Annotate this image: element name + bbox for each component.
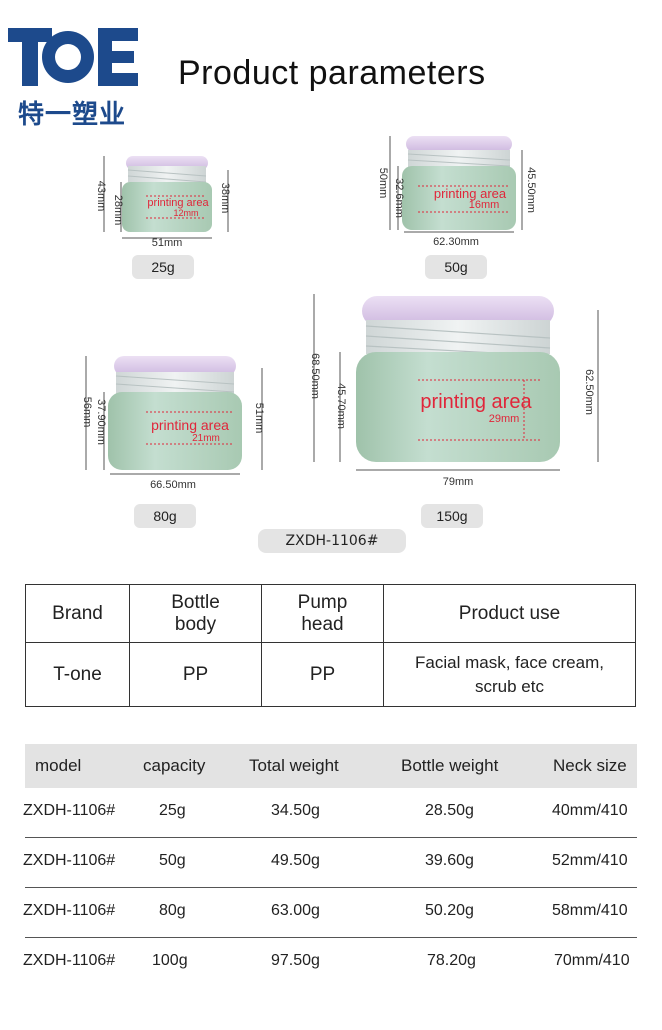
cell-neck-size: 52mm/410 xyxy=(552,852,628,869)
cell-bottle-weight: 78.20g xyxy=(427,952,476,969)
cell-bottle-weight: 50.20g xyxy=(425,902,474,919)
jar-25g: printing area 12mm 43mm 28mm 38mm 51mm xyxy=(95,156,231,249)
svg-text:21mm: 21mm xyxy=(192,433,220,444)
product-figure: printing area 12mm 43mm 28mm 38mm 51mm p… xyxy=(81,136,599,491)
printing-area-label-80g: printing area xyxy=(151,417,229,433)
cell-total-weight: 63.00g xyxy=(271,902,320,919)
svg-text:37.90mm: 37.90mm xyxy=(95,399,107,445)
table-row: ZXDH-1106# 80g 63.00g 50.20g 58mm/410 xyxy=(23,888,637,938)
cell-capacity: 80g xyxy=(159,902,186,919)
svg-text:62.30mm: 62.30mm xyxy=(433,236,479,248)
spec-value-row: T-one PP PP Facial mask, face cream,scru… xyxy=(25,642,636,707)
page-title: Product parameters xyxy=(178,54,486,92)
spec-value-brand: T-one xyxy=(25,642,130,707)
svg-text:43mm: 43mm xyxy=(95,181,107,212)
model-table-header: model capacity Total weight Bottle weigh… xyxy=(25,744,637,788)
header-neck-size: Neck size xyxy=(553,756,627,775)
svg-text:51mm: 51mm xyxy=(152,237,183,249)
spec-value-bottle-body: PP xyxy=(129,642,262,707)
capacity-badge-150g: 150g xyxy=(421,504,483,528)
model-code-badge: ZXDH-1106# xyxy=(258,529,406,553)
model-table: model capacity Total weight Bottle weigh… xyxy=(23,744,637,988)
header-model: model xyxy=(35,756,82,775)
cell-model: ZXDH-1106# xyxy=(23,902,116,919)
jar-80g: printing area 21mm 56mm 37.90mm 51mm 66.… xyxy=(81,356,265,491)
capacity-badge-80g: 80g xyxy=(134,504,196,528)
svg-text:50mm: 50mm xyxy=(377,168,389,199)
capacity-badge-50g: 50g xyxy=(425,255,487,279)
header-total-weight: Total weight xyxy=(249,756,339,775)
svg-text:62.50mm: 62.50mm xyxy=(583,369,595,415)
svg-text:79mm: 79mm xyxy=(443,476,474,488)
cell-model: ZXDH-1106# xyxy=(23,802,116,819)
cell-total-weight: 34.50g xyxy=(271,802,320,819)
svg-text:29mm: 29mm xyxy=(489,413,520,425)
table-row: ZXDH-1106# 25g 34.50g 28.50g 40mm/410 xyxy=(23,788,637,838)
cell-bottle-weight: 39.60g xyxy=(425,852,474,869)
printing-area-label-25g: printing area xyxy=(147,197,209,209)
svg-text:38mm: 38mm xyxy=(219,183,231,214)
svg-text:45.50mm: 45.50mm xyxy=(525,167,537,213)
printing-area-label-150g: printing area xyxy=(420,391,532,413)
cell-total-weight: 97.50g xyxy=(271,952,320,969)
header-capacity: capacity xyxy=(143,756,206,775)
header-bottle-weight: Bottle weight xyxy=(401,756,499,775)
company-logo: 特一塑业 xyxy=(6,22,140,130)
svg-text:45.70mm: 45.70mm xyxy=(335,383,347,429)
cell-model: ZXDH-1106# xyxy=(23,852,116,869)
printing-area-label-50g: printing area xyxy=(434,186,507,201)
logo-chinese-text: 特一塑业 xyxy=(18,100,127,130)
spec-value-product-use: Facial mask, face cream,scrub etc xyxy=(383,642,636,707)
cell-capacity: 50g xyxy=(159,852,186,869)
table-row: ZXDH-1106# 100g 97.50g 78.20g 70mm/410 xyxy=(23,938,637,988)
svg-text:16mm: 16mm xyxy=(469,199,500,211)
logo-mark-icon xyxy=(8,28,138,86)
cell-capacity: 100g xyxy=(152,952,188,969)
svg-text:66.50mm: 66.50mm xyxy=(150,479,196,491)
spec-value-pump-head: PP xyxy=(261,642,384,707)
svg-text:51mm: 51mm xyxy=(253,403,265,434)
jar-150g: printing area 29mm 68.50mm 45.70mm 62.50… xyxy=(309,294,599,488)
cell-neck-size: 58mm/410 xyxy=(552,902,628,919)
cell-model: ZXDH-1106# xyxy=(23,952,116,969)
svg-text:28mm: 28mm xyxy=(112,195,124,226)
capacity-badge-25g: 25g xyxy=(132,255,194,279)
svg-text:32.6mm: 32.6mm xyxy=(393,178,405,218)
spec-header-product-use: Product use xyxy=(383,584,636,643)
cell-total-weight: 49.50g xyxy=(271,852,320,869)
svg-text:68.50mm: 68.50mm xyxy=(309,353,321,399)
spec-header-brand: Brand xyxy=(25,584,130,643)
cell-bottle-weight: 28.50g xyxy=(425,802,474,819)
cell-neck-size: 70mm/410 xyxy=(554,952,630,969)
svg-text:56mm: 56mm xyxy=(81,397,93,428)
table-row: ZXDH-1106# 50g 49.50g 39.60g 52mm/410 xyxy=(23,838,637,888)
svg-text:12mm: 12mm xyxy=(173,208,198,218)
jar-50g: printing area 16mm 50mm 32.6mm 45.50mm 6… xyxy=(377,136,537,248)
cell-capacity: 25g xyxy=(159,802,186,819)
cell-neck-size: 40mm/410 xyxy=(552,802,628,819)
